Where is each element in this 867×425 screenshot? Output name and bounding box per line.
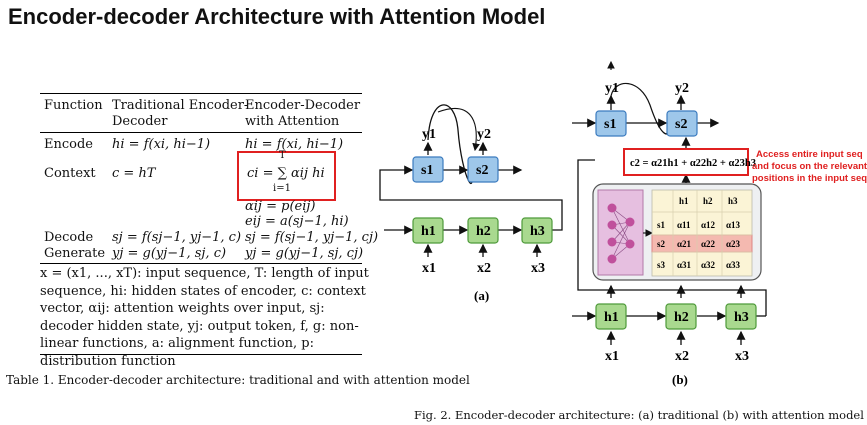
b-h3-label: h3: [734, 310, 749, 325]
table-top-rule: [40, 93, 362, 94]
notes-bottom-rule: [40, 354, 362, 355]
matrix-col-h2: h2: [703, 196, 713, 206]
a-s1-label: s1: [421, 163, 433, 178]
annotation-line-3: positions in the input seq: [752, 173, 867, 184]
b-h2-label: h2: [674, 310, 689, 325]
matrix-cell: α23: [726, 239, 741, 249]
b-x3-label: x3: [735, 349, 749, 364]
context-formula: c2 = α21h1 + α22h2 + α23h3: [630, 158, 756, 169]
header-traditional-1: Traditional Encoder-: [112, 98, 249, 113]
row-encode-attention: hi = f(xi, hi−1): [245, 137, 344, 152]
attention-node: [625, 239, 635, 249]
matrix-cell: α33: [726, 260, 741, 270]
table-caption: Table 1. Encoder-decoder architecture: t…: [6, 373, 470, 387]
a-h2-label: h2: [476, 224, 491, 239]
matrix-cell: α21: [677, 239, 692, 249]
page-title: Encoder-decoder Architecture with Attent…: [8, 4, 546, 29]
b-x1-label: x1: [605, 349, 619, 364]
matrix-cell: α13: [726, 220, 741, 230]
b-caption-label: (b): [672, 372, 688, 387]
annotation-line-2: and focus on the relevant: [752, 161, 867, 172]
matrix-cell: α22: [701, 239, 716, 249]
header-function: Function: [44, 98, 103, 113]
a-h3-label: h3: [530, 224, 545, 239]
sum-upper-limit: T: [279, 150, 286, 161]
row-encode-name: Encode: [44, 137, 93, 152]
table-bottom-rule: [40, 263, 362, 264]
matrix-cell: α32: [701, 260, 716, 270]
table-notes: x = (x1, ..., xT): input sequence, T: le…: [40, 266, 369, 369]
a-caption-label: (a): [474, 288, 489, 303]
b-y2-label: y2: [675, 81, 689, 96]
diagram-b: h1 h2 h3 s1 α11 α12 α13 s2 α21 α22 α23 s…: [572, 60, 767, 387]
matrix-col-h3: h3: [728, 196, 738, 206]
diagram-a: s1 s2 h1 h2 h3 y1 y2 x1 x2 x3 (a): [379, 104, 563, 303]
figure-caption: Fig. 2. Encoder-decoder architecture: (a…: [414, 408, 864, 422]
a-encoder-h2: [467, 217, 499, 244]
row-encode-traditional: hi = f(xi, hi−1): [112, 137, 211, 152]
a-x1-label: x1: [422, 261, 436, 276]
attention-node: [607, 220, 617, 230]
row-energy-attention: eij = a(sj−1, hi): [245, 214, 349, 229]
header-attention-2: with Attention: [245, 114, 340, 129]
a-y1-label: y1: [422, 127, 436, 142]
context-formula-box: [623, 148, 749, 176]
b-s1-label: s1: [604, 117, 616, 132]
sum-lower-limit: i=1: [273, 183, 291, 194]
a-decoder-s2: [467, 156, 499, 183]
annotation-line-1: Access entire input seq: [756, 149, 863, 160]
attention-node: [607, 237, 617, 247]
b-encoder-h2: [665, 303, 697, 330]
a-y2-label: y2: [477, 127, 491, 142]
b-encoder-h3: [725, 303, 757, 330]
row-generate-attention: yj = g(yj−1, sj, cj): [245, 246, 364, 261]
b-x2-label: x2: [675, 349, 689, 364]
b-h1-label: h1: [604, 310, 619, 325]
row-context-name: Context: [44, 166, 96, 181]
a-s2-label: s2: [476, 163, 488, 178]
a-x2-label: x2: [477, 261, 491, 276]
a-h1-label: h1: [421, 224, 436, 239]
row-context-attention: ci = ∑ αij hi: [247, 166, 325, 181]
a-x3-label: x3: [531, 261, 545, 276]
row-decode-name: Decode: [44, 230, 94, 245]
b-encoder-h1: [595, 303, 627, 330]
a-encoder-h1: [412, 217, 444, 244]
matrix-row-s3: s3: [657, 260, 666, 270]
table-header-rule: [40, 132, 362, 133]
matrix-row-s1: s1: [657, 220, 666, 230]
matrix-row-s2: s2: [657, 239, 666, 249]
context-highlight-box: [237, 151, 336, 201]
matrix-col-h1: h1: [679, 196, 689, 206]
row-decode-attention: sj = f(sj−1, yj−1, cj): [245, 230, 379, 245]
attention-matrix: [651, 189, 753, 277]
row-generate-name: Generate: [44, 246, 106, 261]
row-context-traditional: c = hT: [112, 166, 156, 181]
a-decoder-s1: [412, 156, 444, 183]
attention-node: [607, 203, 617, 213]
attention-matrix-labels: h1 h2 h3 s1 α11 α12 α13 s2 α21 α22 α23 s…: [657, 196, 741, 270]
attention-node: [607, 254, 617, 264]
matrix-cell: α12: [701, 220, 716, 230]
row-decode-traditional: sj = f(sj−1, yj−1, c): [112, 230, 242, 245]
row-alpha-attention: αij = p(eij): [245, 199, 316, 214]
b-s2-label: s2: [675, 117, 687, 132]
row-generate-traditional: yj = g(yj−1, sj, c): [112, 246, 227, 261]
header-traditional-2: Decoder: [112, 114, 168, 129]
header-attention-1: Encoder-Decoder: [245, 98, 361, 113]
b-decoder-s1: [595, 110, 627, 137]
b-y1-label: y1: [605, 81, 619, 96]
matrix-cell: α11: [677, 220, 691, 230]
b-decoder-s2: [666, 110, 698, 137]
attention-node: [625, 217, 635, 227]
matrix-cell: α31: [677, 260, 692, 270]
a-encoder-h3: [521, 217, 553, 244]
